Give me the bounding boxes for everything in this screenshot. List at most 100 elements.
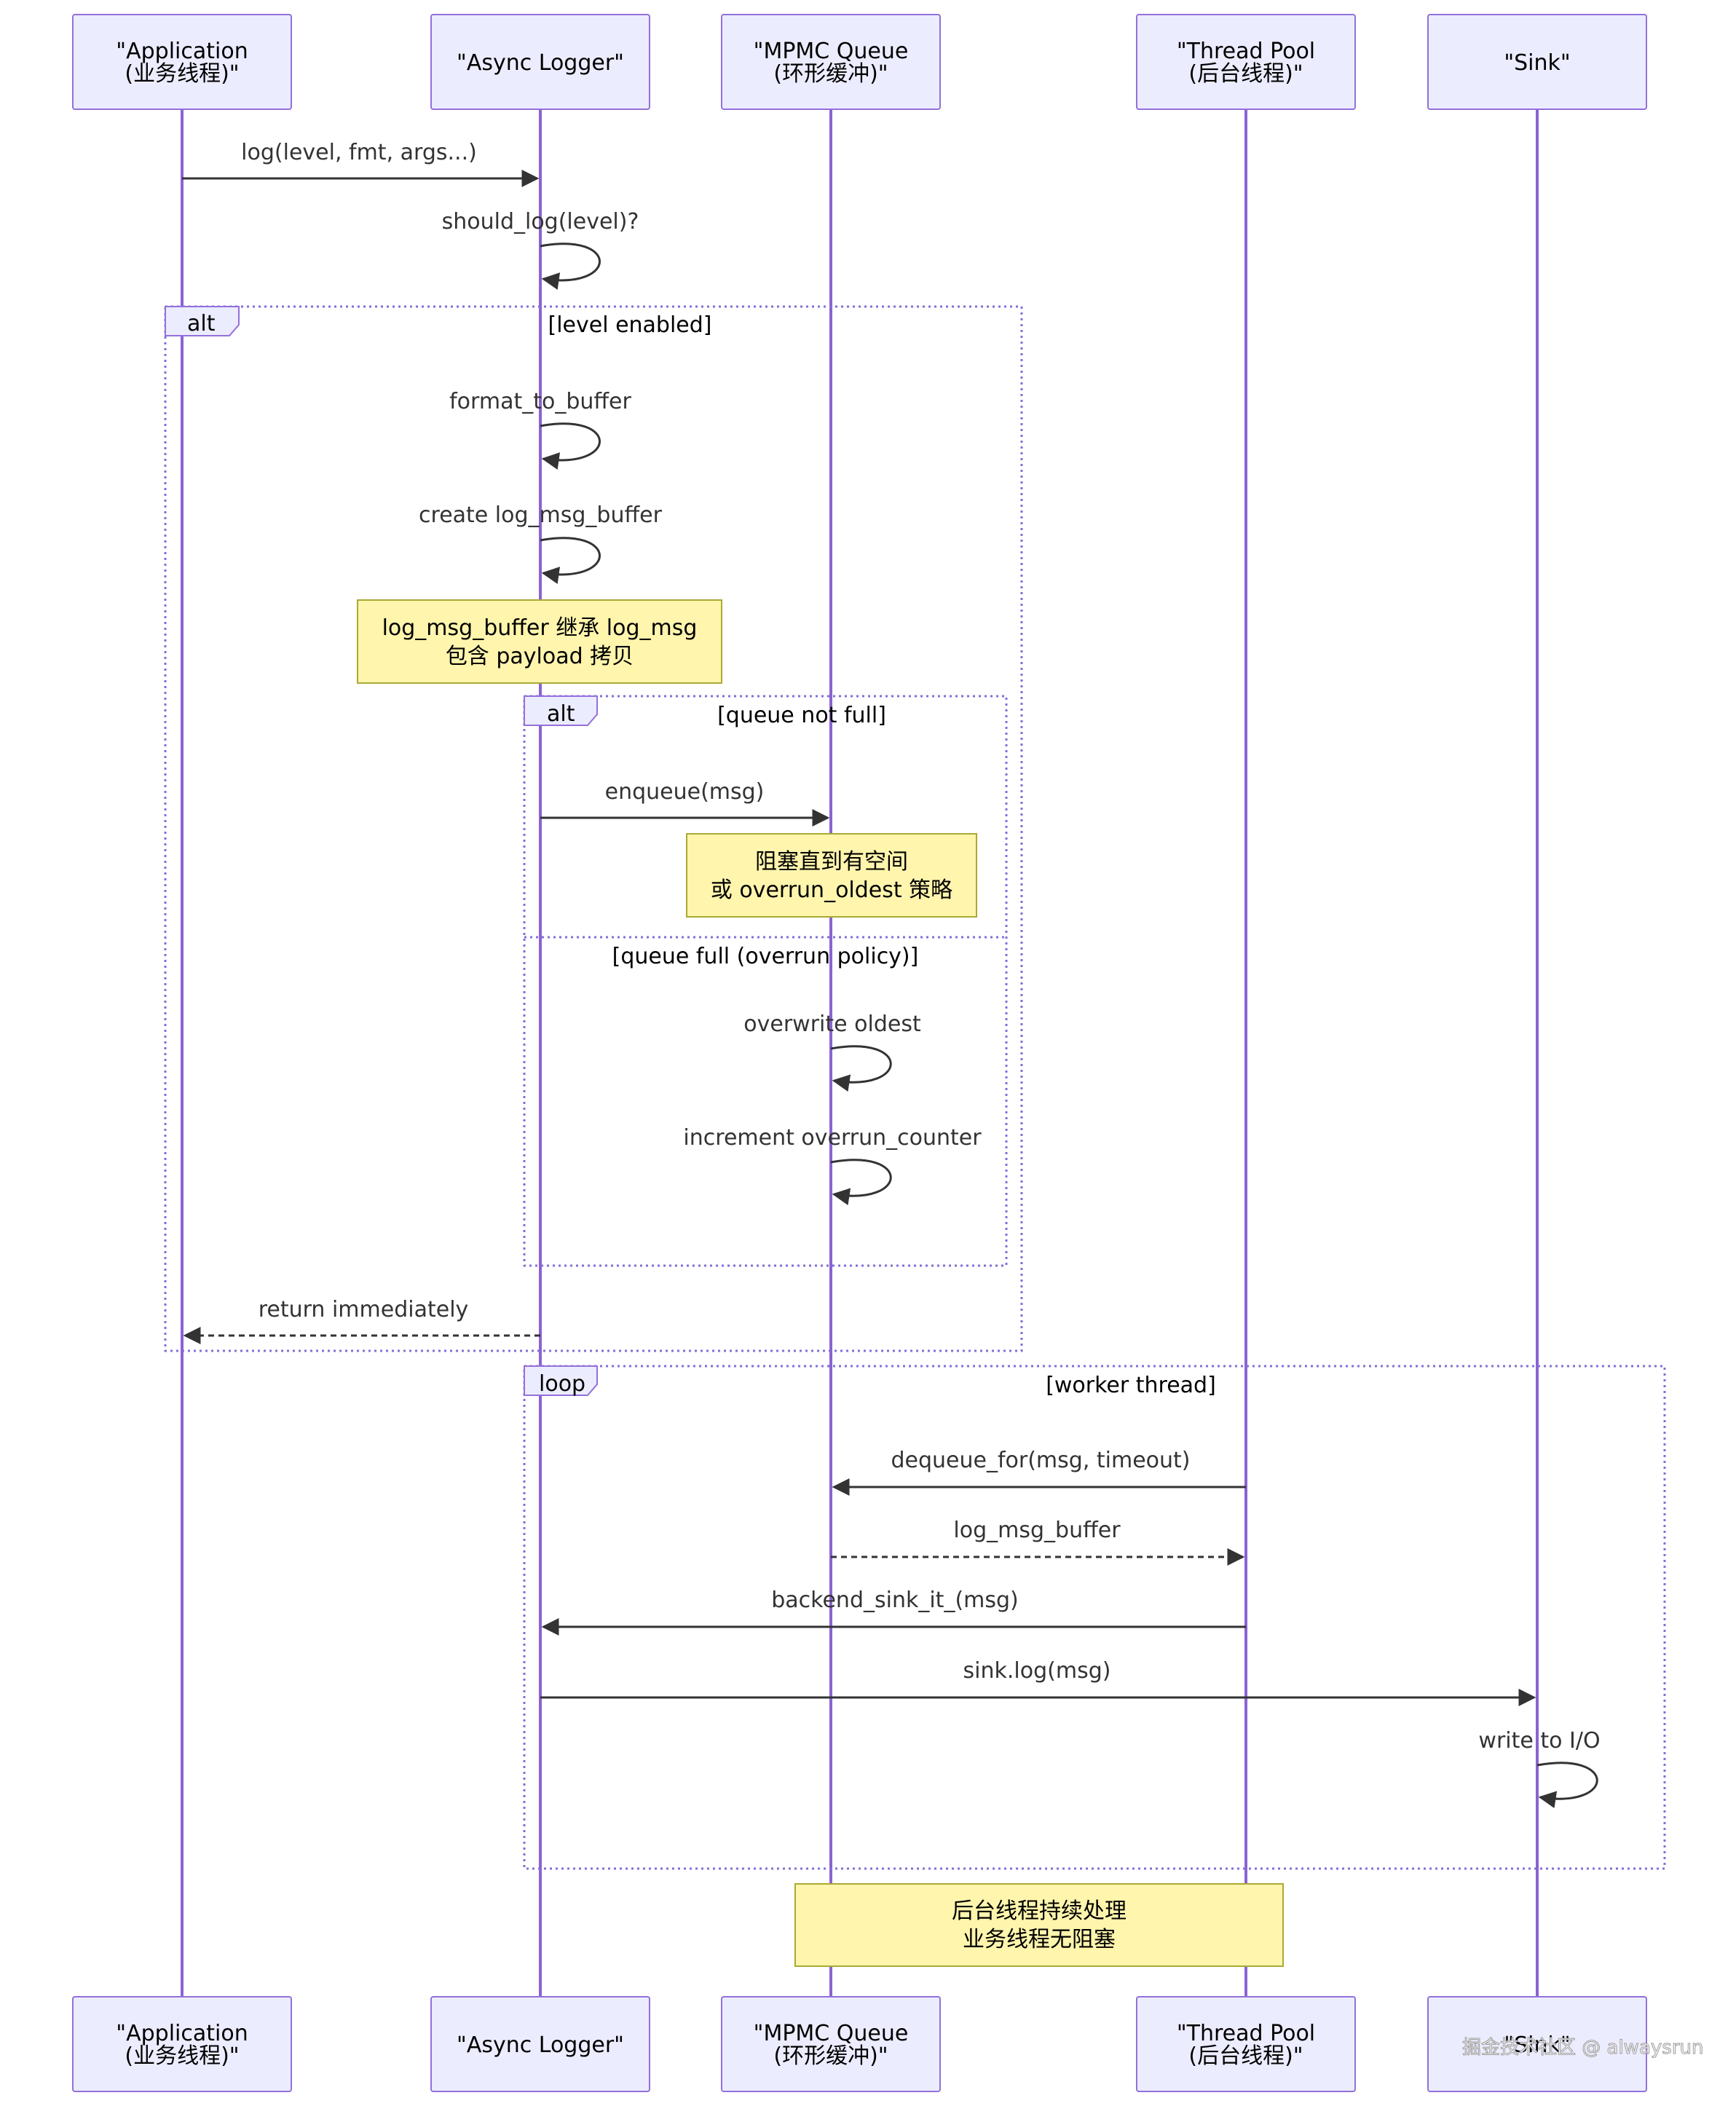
alt-frame-condition: [level enabled] [548, 312, 711, 338]
message-label: create log_msg_buffer [419, 502, 663, 528]
note-line: 包含 payload 拷贝 [446, 644, 634, 669]
actor-label-line: "Async Logger" [457, 50, 624, 76]
actor-label-line: "MPMC Queue [754, 2021, 909, 2046]
actor-label-line: "Application [116, 2021, 248, 2046]
actor-box [1136, 14, 1356, 110]
note-line: 阻塞直到有空间 [755, 849, 908, 875]
messages: log(level, fmt, args...) should_log(leve… [182, 140, 1601, 1809]
message-dequeue: dequeue_for(msg, timeout) [832, 1448, 1246, 1496]
message-write-io: write to I/O [1478, 1728, 1601, 1809]
message-log-call: log(level, fmt, args...) [182, 140, 540, 187]
note-log-msg-buffer: log_msg_buffer 继承 log_msg 包含 payload 拷贝 [357, 599, 722, 684]
message-label: log_msg_buffer [953, 1518, 1121, 1543]
message-format-to-buffer: format_to_buffer [449, 389, 632, 470]
actor-label-line: (后台线程)" [1188, 2043, 1303, 2069]
actor-thread-pool: "Thread Pool (后台线程)" [1136, 14, 1356, 110]
message-return-immediately: return immediately [183, 1297, 540, 1344]
note-box [686, 833, 977, 918]
actor-box [721, 1996, 941, 2092]
watermark: 掘金技术社区 @ alwaysrun [1462, 2037, 1703, 2059]
note-line: log_msg_buffer 继承 log_msg [382, 615, 698, 641]
actor-box [72, 1996, 292, 2092]
message-label: format_to_buffer [449, 389, 631, 414]
actors-bottom: "Application (业务线程)" "Async Logger" "MPM… [72, 1996, 1647, 2092]
note-line: 或 overrun_oldest 策略 [711, 878, 952, 903]
actor-label-line: (环形缓冲)" [773, 61, 888, 87]
actor-box [430, 1996, 650, 2092]
message-label: should_log(level)? [442, 209, 639, 234]
actor-thread-pool-bottom: "Thread Pool (后台线程)" [1136, 1996, 1356, 2092]
actor-box [1427, 1996, 1647, 2092]
alt-else-condition: [queue full (overrun policy)] [612, 944, 919, 969]
alt-frame-label-box [165, 306, 240, 336]
actor-box [72, 14, 292, 110]
message-label: dequeue_for(msg, timeout) [891, 1448, 1190, 1473]
message-label: backend_sink_it_(msg) [771, 1588, 1019, 1613]
alt-frame-label: alt [187, 311, 216, 336]
message-label: overwrite oldest [743, 1011, 921, 1037]
message-sink-log: sink.log(msg) [540, 1658, 1536, 1706]
note-box [794, 1883, 1284, 1967]
actor-box [1136, 1996, 1356, 2092]
actor-label-line: (业务线程)" [125, 61, 239, 87]
message-create-buffer: create log_msg_buffer [419, 502, 663, 584]
actor-application: "Application (业务线程)" [72, 14, 292, 110]
lifelines [181, 109, 1539, 1997]
actor-sink: "Sink" [1427, 14, 1647, 110]
note-box [357, 599, 722, 684]
frames: alt [level enabled] alt [queue not full]… [164, 305, 1666, 1870]
actor-label-line: (环形缓冲)" [773, 2043, 888, 2069]
loop-frame-worker-thread: loop [worker thread] [523, 1365, 1666, 1870]
alt-frame-level-enabled: alt [level enabled] [164, 305, 1023, 1352]
loop-frame-label: loop [539, 1371, 585, 1397]
actor-async-logger-bottom: "Async Logger" [430, 1996, 650, 2092]
actor-box [721, 14, 941, 110]
message-label: write to I/O [1478, 1728, 1600, 1754]
message-increment-overrun: increment overrun_counter [683, 1125, 982, 1206]
actor-label-line: "Async Logger" [457, 2032, 624, 2058]
actor-label-line: "Application [116, 39, 248, 64]
note-blocking: 阻塞直到有空间 或 overrun_oldest 策略 [686, 833, 977, 918]
message-label: increment overrun_counter [683, 1125, 982, 1151]
actor-label-line: "Sink" [1504, 50, 1570, 76]
self-message-arrow [830, 1045, 892, 1092]
actor-label-line: "Thread Pool [1177, 2021, 1315, 2046]
loop-frame-condition: [worker thread] [1046, 1373, 1216, 1398]
note-line: 业务线程无阻塞 [963, 1927, 1116, 1952]
message-label: sink.log(msg) [963, 1658, 1111, 1684]
notes: log_msg_buffer 继承 log_msg 包含 payload 拷贝 … [357, 599, 1284, 1967]
self-message-arrow [1536, 1762, 1598, 1809]
alt-frame-queue: alt [queue not full] [queue full (overru… [523, 695, 1008, 1267]
message-log-msg-buffer: log_msg_buffer [831, 1518, 1245, 1566]
message-backend-sink-it: backend_sink_it_(msg) [541, 1588, 1246, 1636]
actor-mpmc-queue: "MPMC Queue (环形缓冲)" [721, 14, 941, 110]
actor-label-line: (业务线程)" [125, 2043, 239, 2069]
actor-sink-bottom: "Sink" [1427, 1996, 1647, 2092]
message-enqueue: enqueue(msg) [540, 779, 830, 827]
actor-label-line: "Sink" [1504, 2032, 1570, 2058]
alt-frame-label: alt [547, 701, 575, 727]
alt-frame-label-box [524, 695, 598, 726]
note-background: 后台线程持续处理 业务线程无阻塞 [794, 1883, 1284, 1967]
self-message-arrow [540, 422, 601, 470]
message-label: return immediately [259, 1297, 469, 1322]
message-overwrite-oldest: overwrite oldest [743, 1011, 921, 1092]
actor-box [430, 14, 650, 110]
loop-frame-label-box [524, 1365, 598, 1396]
actor-label-line: "MPMC Queue [754, 39, 909, 64]
note-line: 后台线程持续处理 [952, 1898, 1127, 1924]
message-should-log: should_log(level)? [442, 209, 639, 290]
actors-top: "Application (业务线程)" "Async Logger" "MPM… [72, 14, 1647, 110]
actor-box [1427, 14, 1647, 110]
actor-application-bottom: "Application (业务线程)" [72, 1996, 292, 2092]
actor-label-line: (后台线程)" [1188, 61, 1303, 87]
message-label: enqueue(msg) [605, 779, 765, 805]
self-message-arrow [540, 537, 601, 584]
message-label: log(level, fmt, args...) [241, 140, 477, 165]
actor-async-logger: "Async Logger" [430, 14, 650, 110]
actor-mpmc-queue-bottom: "MPMC Queue (环形缓冲)" [721, 1996, 941, 2092]
self-message-arrow [830, 1159, 892, 1206]
alt-frame-condition: [queue not full] [717, 703, 886, 728]
self-message-arrow [540, 242, 601, 290]
